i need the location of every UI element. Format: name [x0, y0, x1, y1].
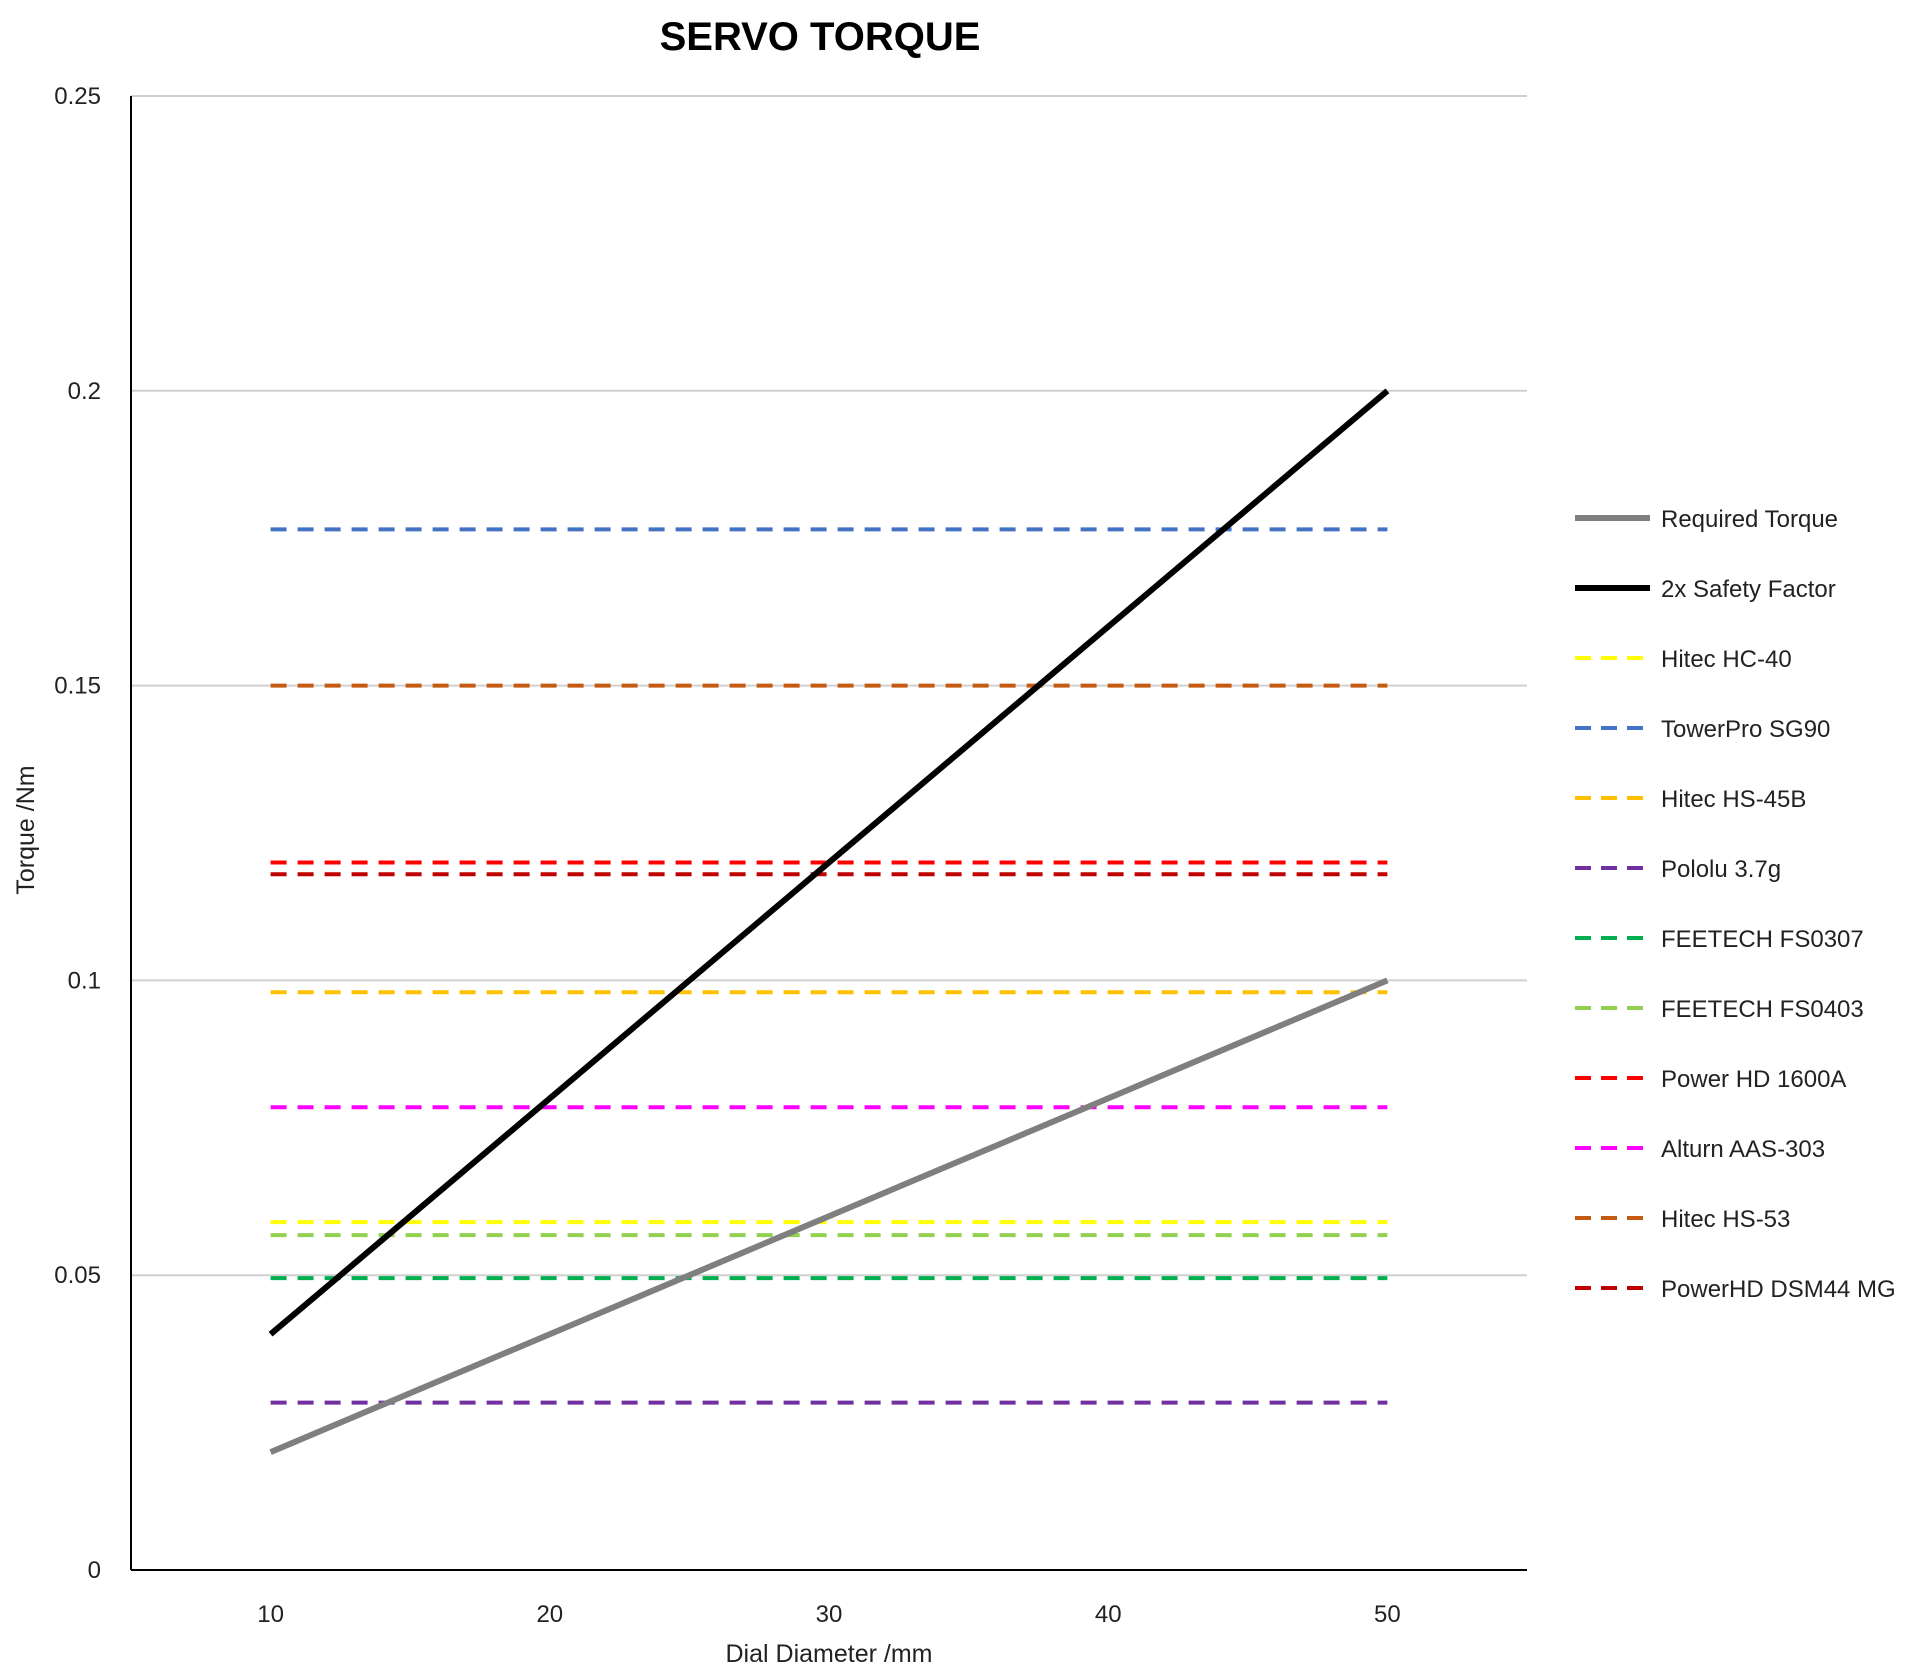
x-tick-label: 40	[1095, 1601, 1122, 1628]
y-tick-label: 0.2	[68, 378, 101, 405]
y-tick-label: 0.05	[54, 1262, 101, 1289]
legend-label: Required Torque	[1661, 506, 1838, 533]
x-axis-label: Dial Diameter /mm	[726, 1640, 933, 1668]
legend-label: Power HD 1600A	[1661, 1066, 1846, 1093]
tick-labels: 0 0.05 0.1 0.15 0.2 0.25 10 20 30 40 50	[54, 83, 1400, 1628]
legend-label: Hitec HS-45B	[1661, 786, 1806, 813]
legend-label: Pololu 3.7g	[1661, 856, 1781, 883]
legend-label: TowerPro SG90	[1661, 716, 1830, 743]
x-tick-label: 20	[536, 1601, 563, 1628]
x-tick-label: 50	[1374, 1601, 1401, 1628]
y-tick-label: 0	[88, 1557, 101, 1584]
x-tick-label: 10	[257, 1601, 284, 1628]
x-tick-label: 30	[816, 1601, 843, 1628]
series-lines	[268, 388, 1390, 1455]
legend-label: Hitec HS-53	[1661, 1206, 1790, 1233]
y-axis-label: Torque /Nm	[12, 765, 40, 894]
y-tick-label: 0.1	[68, 967, 101, 994]
chart-title: SERVO TORQUE	[660, 15, 981, 59]
legend-label: FEETECH FS0307	[1661, 926, 1864, 953]
legend-label: FEETECH FS0403	[1661, 996, 1864, 1023]
series-line-2x-safety-factor	[268, 388, 1390, 1337]
series-line-required-torque	[269, 977, 1389, 1455]
legend-label: Alturn AAS-303	[1661, 1136, 1825, 1163]
legend-label: PowerHD DSM44 MG	[1661, 1276, 1896, 1303]
y-tick-label: 0.15	[54, 673, 101, 700]
legend-label: Hitec HC-40	[1661, 646, 1792, 673]
legend-label: 2x Safety Factor	[1661, 576, 1836, 603]
axes	[130, 96, 1527, 1571]
y-tick-label: 0.25	[54, 83, 101, 110]
